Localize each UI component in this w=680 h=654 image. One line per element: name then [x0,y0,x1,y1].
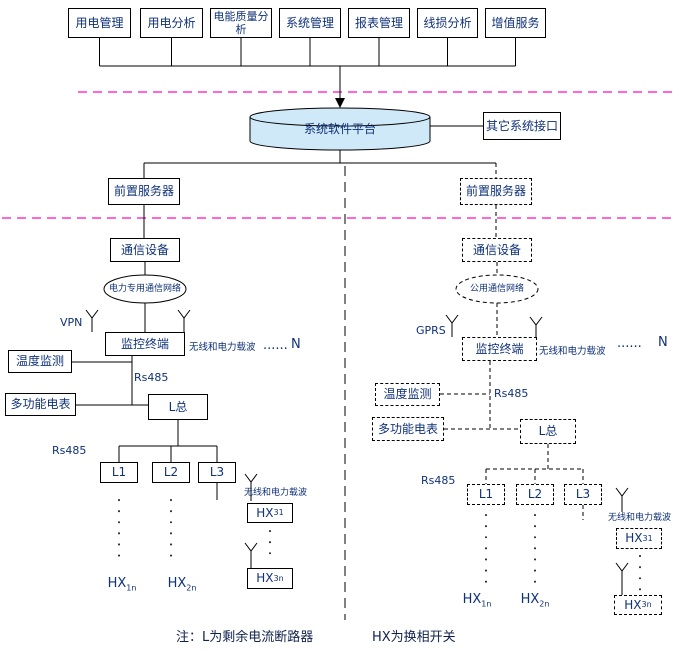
module-power-quality-analysis: 电能质量分析 [210,8,272,38]
l3-box-left: L3 [198,462,236,483]
vpn-label: VPN [60,316,83,329]
l2-box-left: L2 [152,462,190,483]
hx31-base-left: HX [256,505,274,520]
public-network-label: 公用通信网络 [469,284,524,294]
l1-box-right: L1 [467,484,505,505]
front-server-box-right: 前置服务器 [460,178,532,205]
ellipsis-dot-columns [118,499,641,591]
hx31-base-right: HX [625,531,643,546]
other-system-interface-box: 其它系统接口 [483,112,561,140]
antenna-icons [85,309,629,595]
note-text-left: 注：L为剩余电流断路器 [176,630,314,645]
module-power-usage-management: 用电管理 [68,8,131,38]
hx3n-sub-left: 3n [273,573,284,583]
l2-box-right: L2 [516,484,554,505]
wireless-carrier-label-left: 无线和电力载波 [189,342,256,353]
wireless-carrier-lower-label-left: 无线和电力载波 [244,488,308,498]
hx1n-label-right: HX1n [462,592,492,609]
ellipsis-label-left: ...... [263,338,288,353]
platform-cylinder-shape [249,107,431,151]
comm-device-box-right: 通信设备 [462,238,532,262]
hx2n-label-right: HX2n [520,592,550,609]
module-system-management: 系统管理 [279,8,341,38]
n-label-left: N [291,337,301,352]
solid-connector-lines [72,38,516,500]
temperature-monitor-box-right: 温度监测 [375,383,440,406]
hx31-sub-left: 31 [273,508,284,518]
monitor-terminal-box-left: 监控终端 [105,332,185,356]
hx31-sub-right: 31 [642,533,653,543]
l1-box-left: L1 [100,462,138,483]
wireless-carrier-lower-label-right: 无线和电力载波 [608,513,672,523]
hx2n-label-left: HX2n [167,576,197,593]
power-network-label: 电力专用通信网络 [108,284,181,294]
multifunction-meter-box-right: 多功能电表 [372,417,444,441]
module-power-usage-analysis: 用电分析 [140,8,203,38]
arrow-down-icon [335,98,345,108]
l-total-box-right: L总 [520,419,576,444]
module-value-added-services: 增值服务 [485,8,546,38]
dashed-connector-lines [440,163,584,520]
monitor-terminal-box-right: 监控终端 [462,337,537,361]
l-total-box-left: L总 [148,394,208,420]
platform-label: 系统软件平台 [303,122,376,136]
gprs-label: GPRS [416,324,446,337]
magenta-separator-lines [2,91,676,219]
hx1n-label-left: HX1n [107,576,137,593]
multifunction-meter-box-left: 多功能电表 [5,393,76,416]
rs485-upper-label-left: Rs485 [134,371,169,384]
note-text-right: HX为换相开关 [372,630,456,645]
l3-box-right: L3 [564,484,602,505]
rs485-lower-label-right: Rs485 [421,474,456,487]
hx3n-base-right: HX [624,597,642,612]
hx3n-sub-right: 3n [641,600,652,610]
front-server-box-left: 前置服务器 [108,178,180,205]
n-label-right: N [658,335,668,350]
comm-device-box-left: 通信设备 [110,238,180,262]
hx3n-base-left: HX [256,571,274,586]
power-network-ellipse [103,274,187,304]
ellipsis-label-right: ...... [617,336,642,351]
rs485-lower-label-left: Rs485 [52,444,87,457]
module-report-management: 报表管理 [348,8,410,38]
wireless-carrier-label-right: 无线和电力载波 [539,346,606,357]
rs485-upper-label-right: Rs485 [494,387,529,400]
temperature-monitor-box-left: 温度监测 [8,350,72,373]
module-line-loss-analysis: 线损分析 [417,8,478,38]
